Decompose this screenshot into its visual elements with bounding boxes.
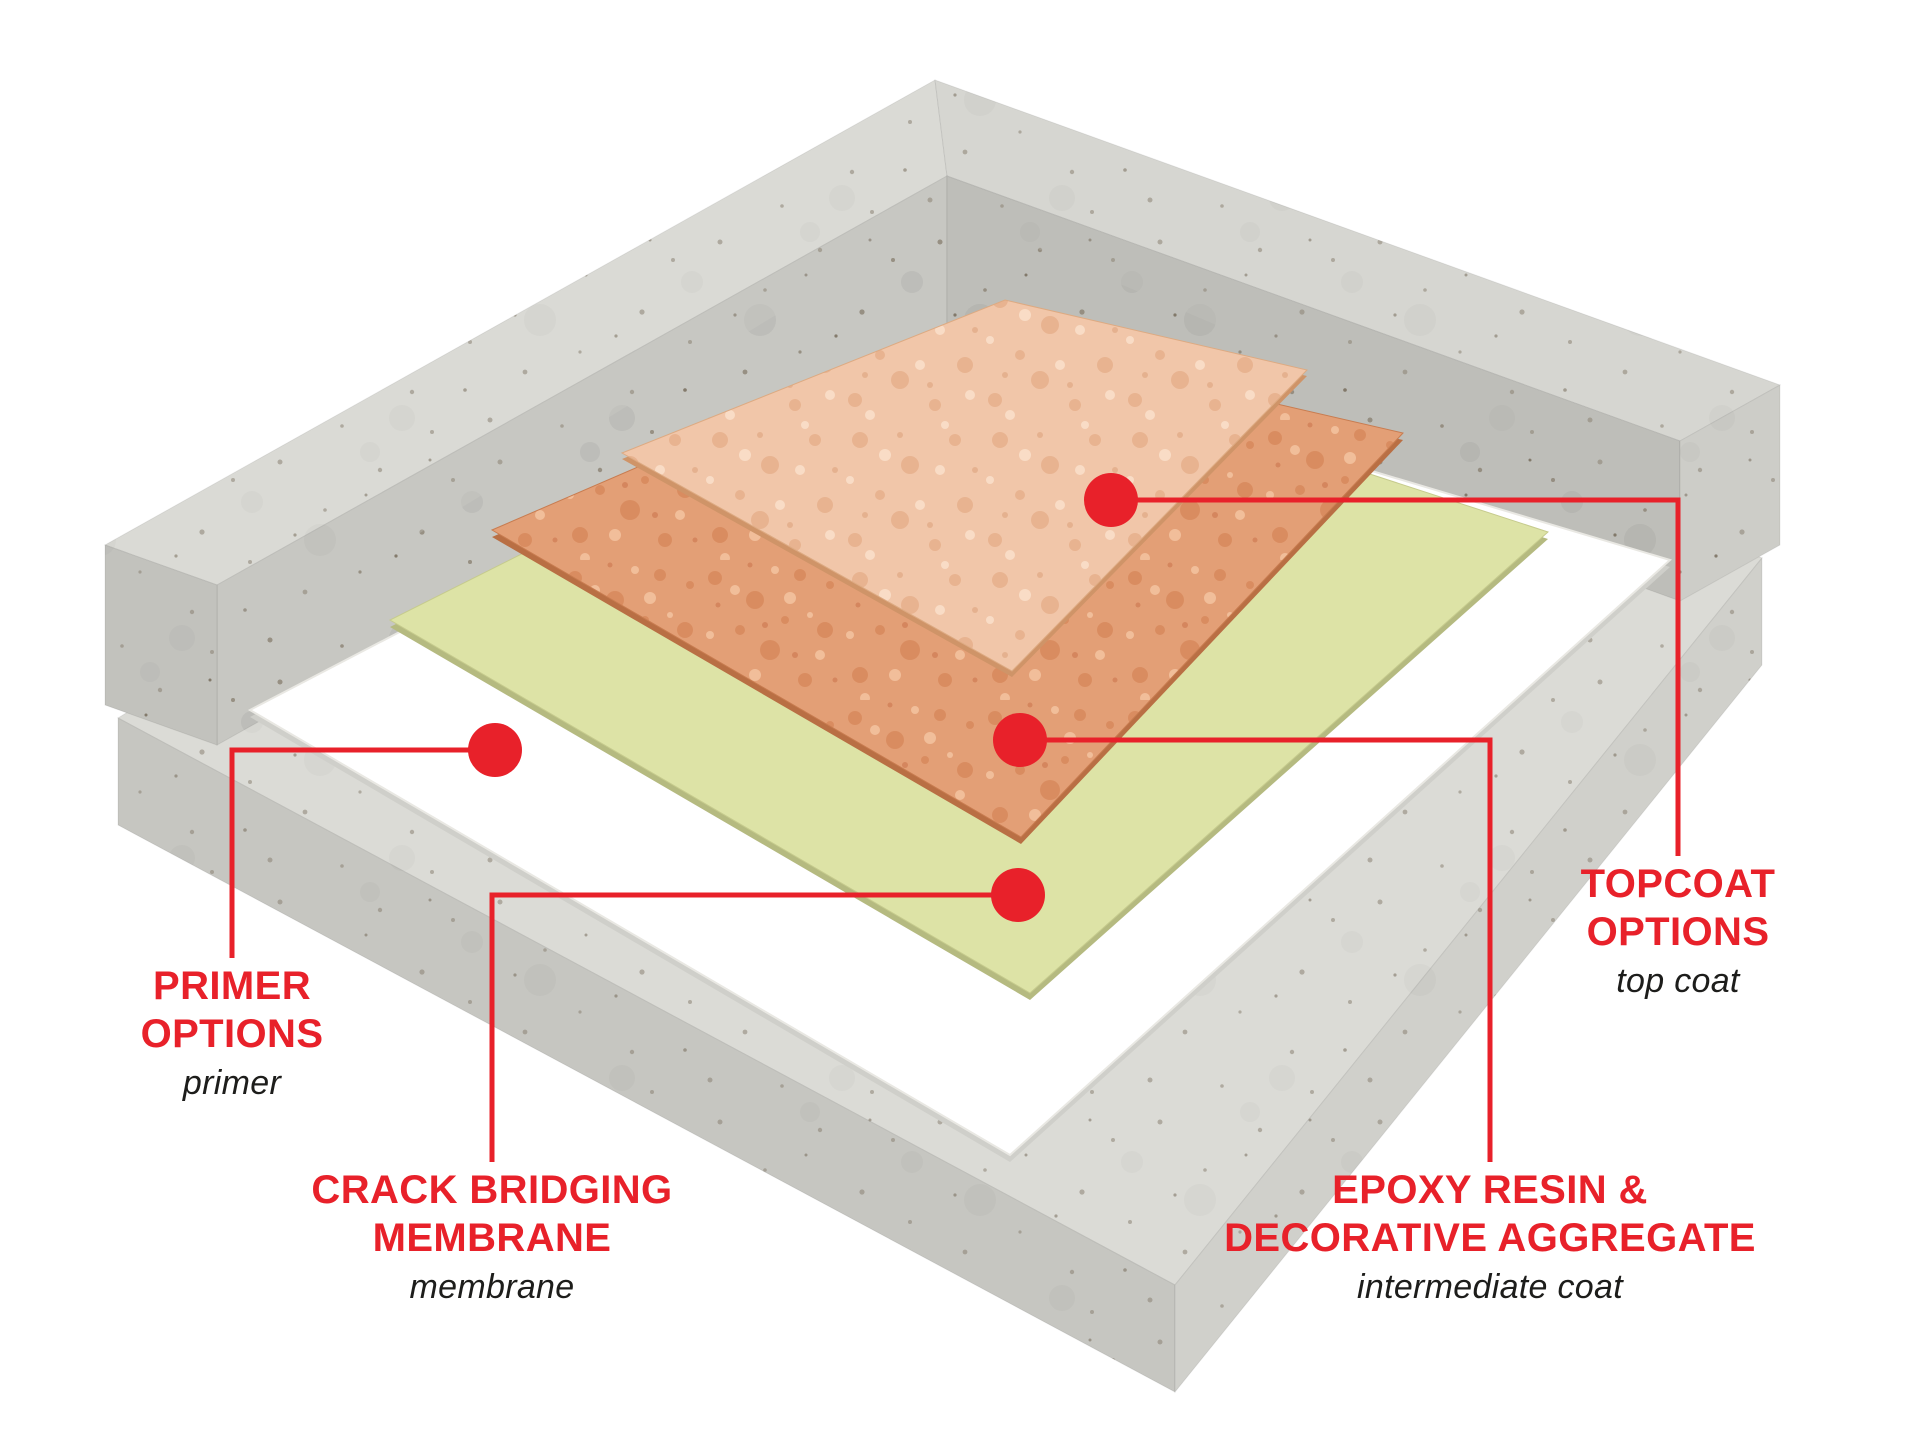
label-primer-title: PRIMER OPTIONS [0, 962, 552, 1058]
callout-dot-membrane [991, 868, 1045, 922]
label-topcoat-line1: TOPCOAT [1580, 862, 1776, 906]
topcoat-layer [620, 299, 1308, 672]
label-topcoat-subtitle: top coat [1616, 962, 1740, 1000]
label-primer-line1: PRIMER [153, 964, 311, 1008]
label-primer-subtitle: primer [182, 1064, 282, 1102]
callout-line-topcoat [1111, 497, 1681, 856]
callout-line-epoxy [1020, 737, 1493, 1162]
callout-dot-epoxy [993, 713, 1047, 767]
label-primer-line2: OPTIONS [140, 1012, 324, 1056]
label-epoxy-line1: EPOXY RESIN & [1332, 1168, 1648, 1212]
label-membrane-line2: MEMBRANE [372, 1216, 612, 1260]
label-epoxy-subtitle: intermediate coat [1357, 1268, 1623, 1306]
callout-dot-primer [468, 723, 522, 777]
label-topcoat-title: TOPCOAT OPTIONS [1358, 860, 1920, 956]
label-topcoat-line2: OPTIONS [1586, 910, 1770, 954]
callout-line-primer [229, 747, 495, 958]
callout-dot-topcoat [1084, 473, 1138, 527]
floor-layers [247, 299, 1672, 1162]
callout-dots [468, 473, 1138, 922]
label-membrane-line1: CRACK BRIDGING [311, 1168, 673, 1212]
label-membrane-subtitle: membrane [409, 1268, 575, 1306]
concrete-tray [103, 79, 1782, 1394]
label-membrane-title: CRACK BRIDGING MEMBRANE [172, 1166, 812, 1262]
label-epoxy: EPOXY RESIN & DECORATIVE AGGREGATE inter… [1170, 1166, 1810, 1307]
callout-line-membrane [489, 892, 1018, 1162]
callout-lines [229, 497, 1681, 1162]
label-primer: PRIMER OPTIONS primer [0, 962, 552, 1103]
label-membrane: CRACK BRIDGING MEMBRANE membrane [172, 1166, 812, 1307]
label-topcoat: TOPCOAT OPTIONS top coat [1358, 860, 1920, 1001]
label-epoxy-line2: DECORATIVE AGGREGATE [1224, 1216, 1756, 1260]
label-epoxy-title: EPOXY RESIN & DECORATIVE AGGREGATE [1170, 1166, 1810, 1262]
